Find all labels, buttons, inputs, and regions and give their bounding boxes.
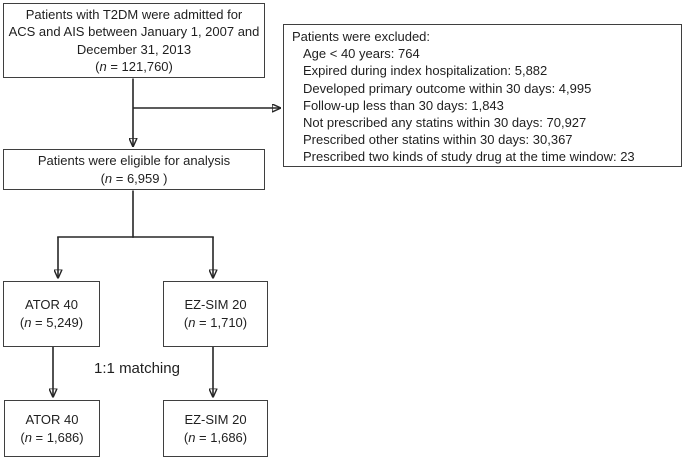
n-value: = 5,249) — [31, 315, 84, 330]
n-symbol: n — [104, 170, 113, 186]
exclusion-item-other-statins: Prescribed other statins within 30 days:… — [303, 132, 573, 148]
n-open: ( — [19, 315, 25, 330]
n-symbol: n — [24, 315, 32, 330]
exclusion-title: Patients were excluded: — [292, 29, 431, 44]
eligible-count: (n = 6,959 ) — [101, 170, 168, 188]
eligible-line: Patients were eligible for analysis — [37, 152, 231, 168]
ator40-cohort-box: ATOR 40 (n = 5,249) — [3, 281, 100, 347]
ezsim20-matched-title: EZ-SIM 20 — [184, 411, 247, 427]
ezsim20-cohort-title: EZ-SIM 20 — [184, 297, 247, 312]
n-value: = 1,710) — [195, 315, 248, 330]
n-open: ( — [100, 170, 105, 186]
n-value: = 6,959 ) — [112, 170, 168, 186]
exclusion-item-followup: Follow-up less than 30 days: 1,843 — [303, 97, 504, 113]
exclusion-item-no-statins: Not prescribed any statins within 30 day… — [303, 115, 587, 131]
enrollment-line-3: December 31, 2013 — [76, 41, 192, 57]
n-symbol: n — [99, 59, 107, 74]
exclusion-item-primary-outcome: Developed primary outcome within 30 days… — [303, 80, 592, 96]
ator40-cohort-count: (n = 5,249) — [20, 314, 83, 332]
n-value: = 1,686) — [31, 429, 84, 445]
exclusion-box: Patients were excluded: Age < 40 years: … — [283, 24, 682, 167]
matching-label: 1:1 matching — [94, 360, 180, 377]
exclusion-item-expired: Expired during index hospitalization: 5,… — [303, 63, 548, 79]
n-symbol: n — [188, 315, 196, 330]
ator40-matched-count: (n = 1,686) — [20, 429, 83, 447]
n-open: ( — [95, 59, 100, 74]
enrollment-count: (n = 121,760) — [95, 58, 173, 76]
n-symbol: n — [188, 429, 196, 445]
n-value: = 1,686) — [195, 429, 248, 445]
n-symbol: n — [24, 429, 32, 445]
ezsim20-cohort-box: EZ-SIM 20 (n = 1,710) — [163, 281, 268, 347]
ator40-matched-title: ATOR 40 — [25, 411, 79, 427]
exclusion-item-two-drugs: Prescribed two kinds of study drug at th… — [303, 149, 635, 165]
n-value: = 121,760) — [106, 59, 173, 74]
exclusion-item-age: Age < 40 years: 764 — [303, 46, 420, 62]
ezsim20-matched-box: EZ-SIM 20 (n = 1,686) — [163, 400, 268, 457]
ezsim20-matched-count: (n = 1,686) — [184, 429, 247, 447]
enrollment-line-1: Patients with T2DM were admitted for — [25, 6, 243, 22]
ator40-cohort-title: ATOR 40 — [25, 297, 78, 312]
n-open: ( — [183, 315, 189, 330]
n-open: ( — [20, 429, 25, 445]
ezsim20-cohort-count: (n = 1,710) — [184, 314, 247, 332]
n-open: ( — [183, 429, 189, 445]
ator40-matched-box: ATOR 40 (n = 1,686) — [4, 400, 100, 457]
enrollment-box: Patients with T2DM were admitted for ACS… — [3, 3, 265, 78]
eligible-box: Patients were eligible for analysis (n =… — [3, 149, 265, 190]
enrollment-line-2: ACS and AIS between January 1, 2007 and — [8, 24, 260, 39]
